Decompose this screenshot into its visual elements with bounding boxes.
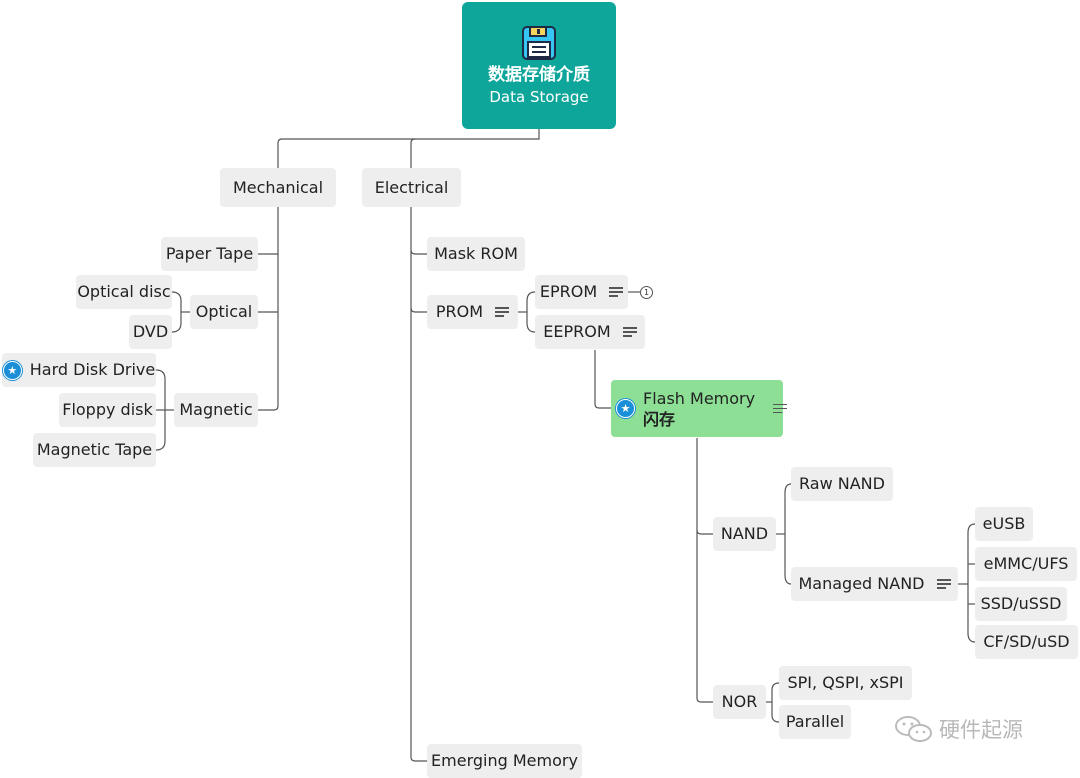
- mechanical-node[interactable]: Mechanical: [220, 168, 336, 207]
- prom-node[interactable]: PROM: [427, 295, 518, 329]
- eprom-badge: 1: [640, 286, 653, 299]
- notes-icon: [936, 579, 951, 589]
- flash-memory-node[interactable]: ★ Flash Memory 闪存: [611, 380, 788, 437]
- root-node[interactable]: 数据存储介质 Data Storage: [462, 2, 616, 129]
- notes-icon: [622, 327, 637, 337]
- nand-node[interactable]: NAND: [713, 517, 776, 551]
- prom-label: PROM: [435, 302, 484, 321]
- floppy-disk-node[interactable]: Floppy disk: [59, 393, 156, 427]
- optical-disc-node[interactable]: Optical disc: [76, 275, 172, 309]
- root-title-zh: 数据存储介质: [488, 64, 590, 85]
- mask-rom-node[interactable]: Mask ROM: [427, 237, 525, 271]
- ssd-node[interactable]: SSD/uSSD: [975, 587, 1067, 621]
- hard-disk-drive-label: Hard Disk Drive: [29, 360, 156, 379]
- notes-icon: [609, 287, 624, 297]
- notes-icon: [495, 307, 510, 317]
- eusb-node[interactable]: eUSB: [975, 507, 1033, 541]
- paper-tape-node[interactable]: Paper Tape: [161, 237, 258, 271]
- hard-disk-drive-node[interactable]: ★ Hard Disk Drive: [2, 353, 156, 387]
- magnetic-tape-node[interactable]: Magnetic Tape: [33, 433, 156, 467]
- magnetic-node[interactable]: Magnetic: [174, 393, 258, 427]
- watermark: 硬件起源: [893, 714, 1023, 744]
- star-icon: ★: [616, 399, 635, 418]
- flash-memory-label-zh: 闪存: [643, 409, 676, 429]
- flash-memory-label: Flash Memory: [643, 388, 756, 408]
- notes-icon: [773, 403, 788, 414]
- eprom-label: EPROM: [539, 282, 598, 301]
- nor-node[interactable]: NOR: [713, 685, 766, 719]
- spi-node[interactable]: SPI, QSPI, xSPI: [779, 666, 912, 700]
- dvd-node[interactable]: DVD: [129, 315, 172, 349]
- managed-nand-label: Managed NAND: [798, 574, 925, 593]
- parallel-node[interactable]: Parallel: [779, 705, 851, 739]
- raw-nand-node[interactable]: Raw NAND: [791, 467, 893, 501]
- eeprom-label: EEPROM: [543, 322, 611, 341]
- cf-sd-node[interactable]: CF/SD/uSD: [975, 625, 1078, 659]
- emerging-memory-node[interactable]: Emerging Memory: [427, 744, 582, 778]
- managed-nand-node[interactable]: Managed NAND: [791, 567, 958, 601]
- star-icon: ★: [2, 360, 22, 380]
- wechat-icon: [895, 716, 932, 742]
- watermark-text: 硬件起源: [939, 718, 1023, 742]
- floppy-disk-icon: [522, 25, 556, 60]
- electrical-node[interactable]: Electrical: [362, 168, 461, 207]
- optical-node[interactable]: Optical: [190, 295, 258, 329]
- root-title-en: Data Storage: [489, 87, 589, 106]
- emmc-ufs-node[interactable]: eMMC/UFS: [975, 547, 1077, 581]
- eprom-node[interactable]: EPROM: [535, 275, 628, 309]
- eeprom-node[interactable]: EEPROM: [535, 315, 645, 349]
